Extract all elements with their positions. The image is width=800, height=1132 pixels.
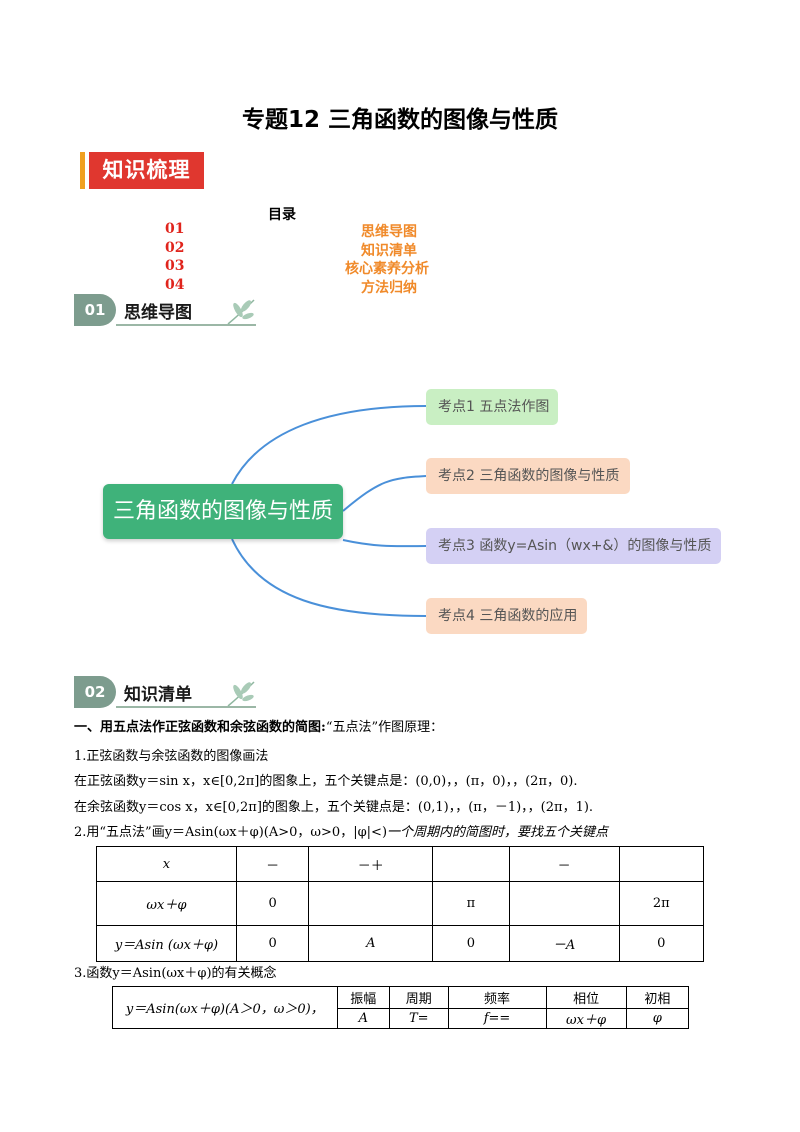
section-title: 思维导图 [124,303,192,323]
table-cell [308,881,434,926]
table-cell: ωx＋φ [96,881,237,926]
table-row: x － －＋ － [96,846,705,882]
heading-bold: 一、用五点法作正弦函数和余弦函数的简图: [74,720,326,735]
section-title: 知识清单 [124,685,192,705]
table-cell: －＋ [308,846,434,882]
table-cell: ωx＋φ [545,1008,627,1029]
toc-item[interactable]: 04 方法归纳 [165,277,465,296]
page-title: 专题12 三角函数的图像与性质 [241,107,558,133]
section-header-mindmap: 01 思维导图 [74,294,264,326]
leaf-icon [227,681,255,707]
paragraph-italic: 一个周期内的简图时，要找五个关键点 [387,825,609,840]
table-cell: π [432,881,510,926]
table-cell [508,881,620,926]
paragraph: 在余弦函数y＝cos x，x∈[0,2π]的图象上，五个关键点是：(0,1)，，… [74,800,594,815]
table-cell: －A [508,925,620,962]
toc-number: 04 [165,277,185,293]
five-point-table: x － －＋ － ωx＋φ 0 π 2π y＝Asin (ωx＋φ) 0 A 0… [96,846,705,962]
table-row: y＝Asin (ωx＋φ) 0 A 0 －A 0 [96,925,705,962]
table-row: A T= f== ωx＋φ φ [113,1008,690,1029]
toc-label: 思维导图 [361,224,417,240]
table-cell: A [308,925,434,962]
mindmap-connectors [231,405,427,617]
banner-label: 知识梳理 [89,152,204,189]
table-cell: y＝Asin (ωx＋φ) [96,925,237,962]
table-cell: A [336,1008,391,1029]
table-cell [618,846,705,882]
table-cell [432,846,510,882]
leaf-icon [227,299,255,325]
table-row: y＝Asin(ωx＋φ)(A＞0，ω＞0)， 振幅 周期 频率 相位 初相 [112,986,690,1029]
table-cell: y＝Asin(ωx＋φ)(A＞0，ω＞0)， [112,986,338,1029]
table-cell: 2π [618,881,705,926]
table-header: 初相 [625,986,690,1009]
mindmap-center-node[interactable]: 三角函数的图像与性质 [103,484,343,539]
toc-label: 知识清单 [361,243,417,259]
mindmap-node-4[interactable]: 考点4 三角函数的应用 [426,598,587,634]
toc-label: 方法归纳 [361,280,417,296]
table-cell: 0 [235,925,310,962]
toc-number: 03 [165,258,185,274]
table-header: 频率 [447,986,547,1009]
mindmap-node-2[interactable]: 考点2 三角函数的图像与性质 [426,458,630,494]
table-cell: － [508,846,620,882]
banner-accent [80,152,85,189]
section-underline [116,706,256,708]
table-cell: 0 [432,925,510,962]
table-cell: 0 [618,925,705,962]
section-underline [116,324,256,326]
table-cell: 0 [235,881,310,926]
toc-item[interactable]: 03 核心素养分析 [165,258,465,277]
table-cell: － [235,846,310,882]
paragraph: 3.函数y＝Asin(ωx＋φ)的有关概念 [74,966,277,981]
table-cell: T= [389,1008,449,1029]
paragraph: 1.正弦函数与余弦函数的图像画法 [74,749,269,764]
toc-number: 02 [165,240,185,256]
toc-label: 核心素养分析 [345,261,429,277]
table-cell: φ [625,1008,690,1029]
toc-number: 01 [165,221,185,237]
toc-item[interactable]: 01 思维导图 [165,221,465,240]
table-header: 相位 [545,986,627,1009]
knowledge-banner: 知识梳理 [80,152,204,189]
table-cell: f== [447,1008,547,1029]
section-number: 02 [74,676,116,708]
concept-table: y＝Asin(ωx＋φ)(A＞0，ω＞0)， 振幅 周期 频率 相位 初相 A … [112,986,690,1029]
table-header: 周期 [389,986,449,1009]
toc-heading: 目录 [268,207,296,223]
toc-item[interactable]: 02 知识清单 [165,240,465,259]
table-row: ωx＋φ 0 π 2π [96,881,705,926]
heading-rest: “五点法”作图原理： [325,720,444,735]
paragraph: 在正弦函数y＝sin x，x∈[0,2π]的图象上，五个关键点是：(0,0)，，… [74,774,578,789]
section-number: 01 [74,294,116,326]
table-header: 振幅 [336,986,391,1009]
section-header-knowledge: 02 知识清单 [74,676,274,708]
mindmap-node-1[interactable]: 考点1 五点法作图 [426,389,558,425]
table-cell: x [96,846,237,882]
mindmap-node-3[interactable]: 考点3 函数y=Asin（wx+&）的图像与性质 [426,528,721,564]
heading-five-point: 一、用五点法作正弦函数和余弦函数的简图:“五点法”作图原理： [74,716,443,735]
paragraph: 2.用“五点法”画y＝Asin(ωx＋φ)(A>0，ω>0，|φ|<)一个周期内… [74,821,608,840]
paragraph-text: 2.用“五点法”画y＝Asin(ωx＋φ)(A>0，ω>0，|φ|<) [74,825,388,840]
